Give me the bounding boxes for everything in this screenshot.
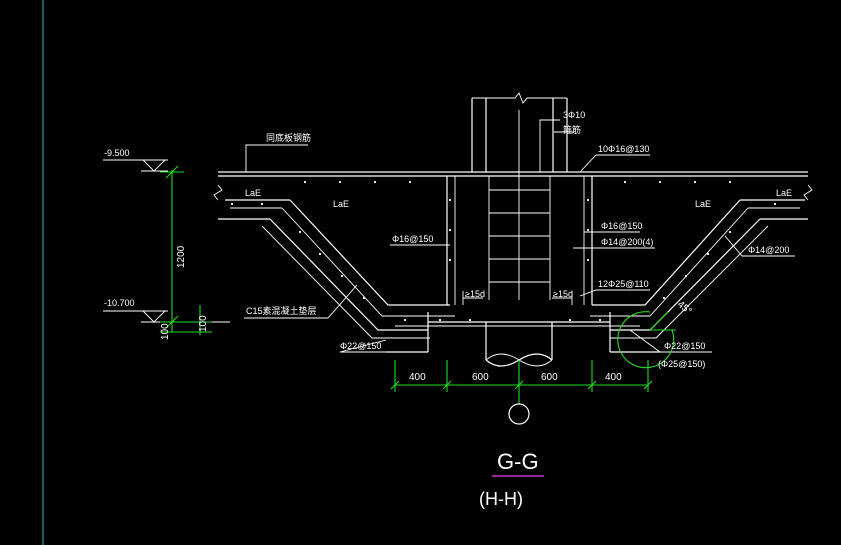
note-hook-left: ≥15d bbox=[465, 289, 485, 299]
elevation-top-label: -9.500 bbox=[104, 148, 130, 158]
hdim-label-1: 400 bbox=[409, 372, 426, 383]
note-bar-right-2: Φ14@200(4) bbox=[601, 237, 653, 247]
pit-outline bbox=[225, 199, 805, 353]
note-bar-right-1: Φ16@150 bbox=[601, 221, 642, 231]
hdim-label-4: 400 bbox=[605, 372, 622, 383]
note-bottom-right-bar-2: (Φ25@150) bbox=[658, 359, 705, 369]
bottom-dim-label-b: 100 bbox=[198, 315, 209, 332]
vertical-dimension bbox=[160, 165, 212, 335]
note-top-bar: 10Φ16@130 bbox=[598, 144, 649, 154]
rebar-dots bbox=[230, 180, 777, 322]
note-lae-4: LaE bbox=[776, 188, 792, 198]
note-lae-2: LaE bbox=[333, 199, 349, 209]
elevation-bottom-label: -10.700 bbox=[104, 298, 135, 308]
depth-dim-label: 1200 bbox=[176, 245, 187, 268]
hdim-label-3: 600 bbox=[541, 372, 558, 383]
note-hook-right: ≥15d bbox=[553, 289, 573, 299]
leader-lines bbox=[244, 119, 795, 353]
column bbox=[446, 92, 593, 305]
note-cushion: C15素混凝土垫层 bbox=[246, 305, 317, 316]
axis-bubble bbox=[508, 403, 530, 425]
note-bottom-left-bar: Φ22@150 bbox=[340, 341, 381, 351]
note-bar-left-inner: Φ16@150 bbox=[392, 234, 433, 244]
note-column-bar: 3Φ10 bbox=[563, 110, 585, 120]
note-lae-3: LaE bbox=[695, 199, 711, 209]
elevation-top-marker bbox=[103, 159, 168, 172]
angle-marker bbox=[617, 311, 676, 369]
note-lae-1: LaE bbox=[245, 188, 261, 198]
bottom-dim-label-a: 100 bbox=[160, 323, 171, 340]
horizontal-dimension bbox=[390, 360, 653, 404]
note-bar-right-slope: Φ14@200 bbox=[748, 245, 789, 255]
hdim-label-2: 600 bbox=[472, 372, 489, 383]
section-title: G-G bbox=[497, 449, 539, 474]
elevation-bottom-marker bbox=[103, 310, 230, 323]
note-bottom-right-bar-1: Φ22@150 bbox=[664, 341, 705, 351]
slab-outline bbox=[213, 171, 813, 220]
note-stirrup: 箍筋 bbox=[563, 124, 581, 135]
note-top-left: 同底板钢筋 bbox=[266, 132, 311, 143]
section-subtitle: (H-H) bbox=[479, 489, 523, 509]
note-bar-bottom: 12Φ25@110 bbox=[598, 279, 649, 289]
pile bbox=[485, 322, 553, 367]
